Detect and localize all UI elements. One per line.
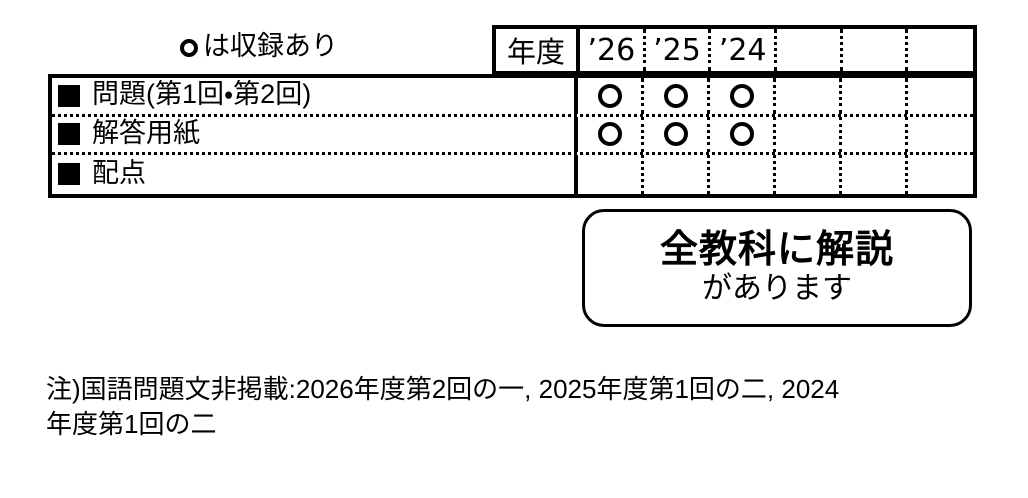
circle-outline-icon [597, 83, 622, 108]
year-column-header: ’24 [711, 29, 778, 71]
year-column-header [908, 29, 973, 71]
table-row: 解答用紙 [52, 116, 973, 156]
callout-box: 全教科に解説 があります [582, 209, 972, 327]
contents-table: 問題(第1回・第2回) 解答用紙 配点 [48, 74, 977, 198]
footnote-line-1: 注)国語問題文非掲載:2026年度第2回の一, 2025年度第1回の二, 202… [46, 374, 840, 404]
filled-square-icon [58, 163, 80, 186]
circle-outline-icon [663, 83, 688, 108]
mark-cell [908, 78, 973, 114]
mark-cell [842, 155, 908, 194]
year-column-header: ’26 [580, 29, 646, 71]
mark-cell [776, 116, 842, 153]
row-label-cell: 解答用紙 [52, 116, 578, 153]
callout-subline: があります [702, 272, 852, 306]
circle-outline-icon [663, 122, 688, 147]
mark-cell [644, 155, 710, 194]
row-label-text: 問題(第1回・第2回) [92, 79, 312, 110]
year-column-header: ’25 [646, 29, 712, 71]
mark-cell [578, 155, 644, 194]
mark-cell [908, 155, 973, 194]
row-mark-cells [578, 116, 973, 153]
mark-cell [776, 155, 842, 194]
year-column-header [843, 29, 909, 71]
mark-cell [908, 117, 973, 153]
mark-cell [644, 78, 710, 114]
mark-cell [710, 116, 776, 153]
mark-cell [710, 78, 776, 114]
year-header-label: 年度 [492, 25, 580, 75]
mark-cell [644, 116, 710, 153]
filled-square-icon [58, 84, 80, 107]
circle-outline-icon [180, 38, 198, 57]
legend: は収録あり [180, 33, 338, 60]
table-row: 問題(第1回・第2回) [52, 78, 973, 117]
row-mark-cells [578, 78, 973, 114]
row-label-text: 配点 [92, 157, 146, 188]
mark-cell [842, 116, 908, 153]
filled-square-icon [58, 123, 80, 146]
table-row: 配点 [52, 155, 973, 194]
mark-cell [842, 78, 908, 114]
legend-text: は収録あり [203, 31, 338, 61]
row-mark-cells [578, 155, 973, 194]
mark-cell [578, 116, 644, 153]
circle-outline-icon [729, 122, 754, 147]
circle-outline-icon [729, 83, 754, 108]
mark-cell [776, 78, 842, 114]
row-label-cell: 問題(第1回・第2回) [52, 78, 578, 114]
mark-cell [578, 78, 644, 114]
year-column-header [777, 29, 843, 71]
circle-outline-icon [597, 122, 622, 147]
row-label-cell: 配点 [52, 155, 578, 194]
footnote-line-2: 年度第1回の二 [46, 409, 217, 440]
footnote: 注)国語問題文非掲載:2026年度第2回の一, 2025年度第1回の二, 202… [46, 372, 996, 442]
year-columns-header: ’26 ’25 ’24 [580, 25, 977, 75]
row-label-text: 解答用紙 [92, 117, 200, 148]
mark-cell [710, 155, 776, 194]
callout-headline: 全教科に解説 [659, 228, 894, 271]
